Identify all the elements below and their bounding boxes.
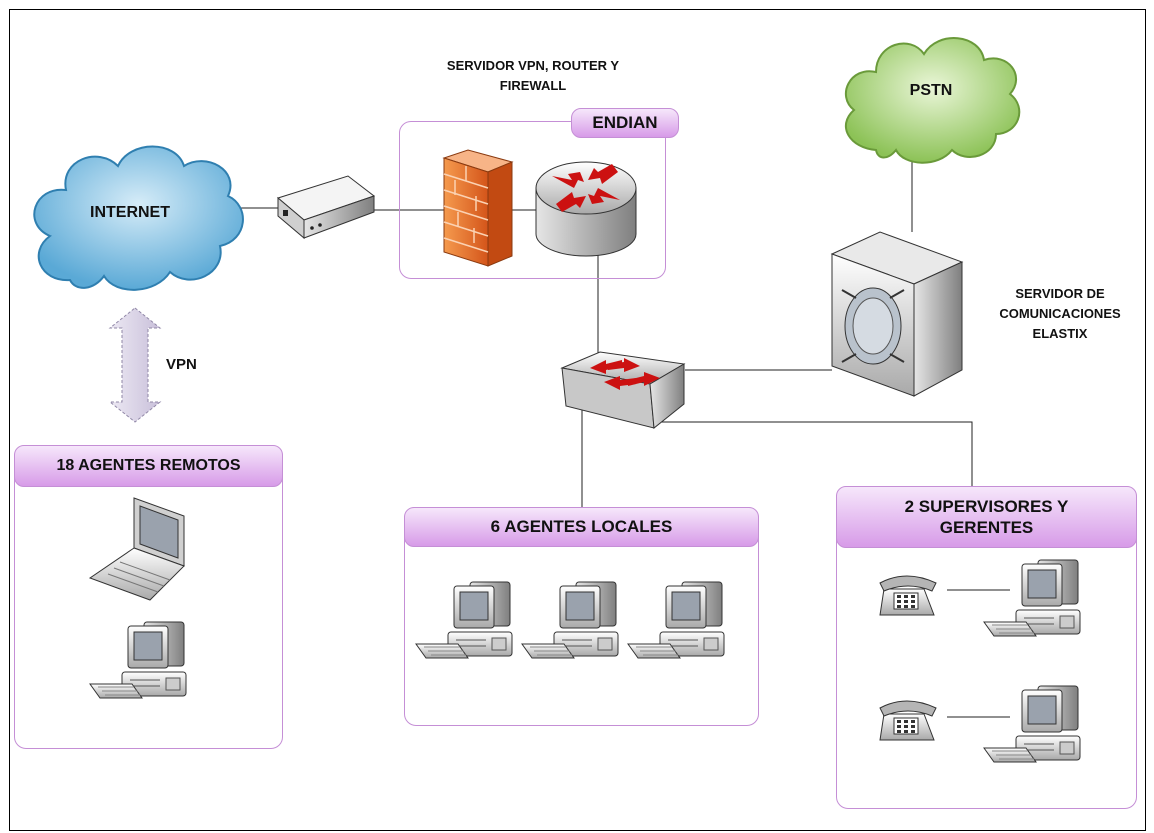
router-icon [535, 161, 637, 257]
endian-group [399, 121, 666, 279]
vpn-server-title: SERVIDOR VPN, ROUTER Y FIREWALL [446, 58, 620, 93]
supervisors-header: 2 SUPERVISORES Y GERENTES [836, 486, 1137, 548]
internet-label: INTERNET [90, 204, 170, 221]
laptop-icon [88, 497, 185, 601]
connection-lines [237, 158, 1010, 718]
firewall-icon [442, 149, 514, 267]
diagram-frame [9, 9, 1146, 831]
pstn-label: PSTN [909, 82, 953, 99]
modem-icon [276, 175, 376, 240]
vpn-arrow-icon [108, 307, 162, 423]
internet-cloud-icon [33, 145, 244, 291]
pstn-cloud-icon [844, 37, 1021, 164]
local-agents-header: 6 AGENTES LOCALES [404, 507, 759, 547]
vpn-label: VPN [166, 356, 197, 373]
comm-server-label: SERVIDOR DE COMUNICACIONES ELASTIX [999, 286, 1121, 341]
endian-header: ENDIAN [571, 108, 679, 138]
remote-agents-header: 18 AGENTES REMOTOS [14, 445, 283, 487]
server-icon [830, 231, 964, 397]
switch-icon [560, 351, 686, 429]
remote-agents-group [14, 445, 283, 749]
